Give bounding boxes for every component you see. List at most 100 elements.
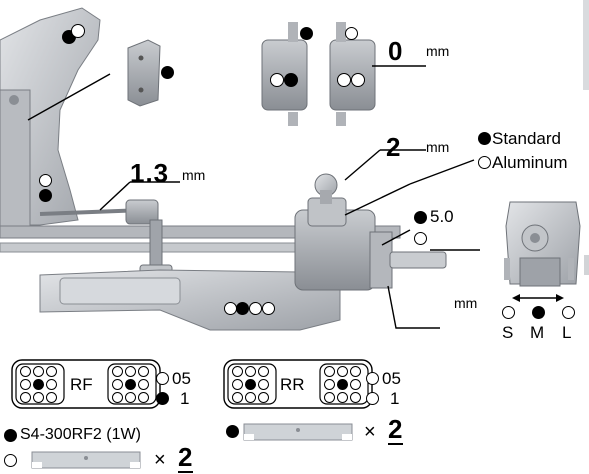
rear-plate-qty: 2 (388, 414, 404, 445)
front-option-05: 05 (172, 369, 191, 388)
camber-link-value: 1.3 (130, 158, 170, 188)
block-hole (324, 366, 335, 377)
arrow-right-icon (556, 294, 564, 302)
hub-option-l: L (562, 323, 572, 342)
arm-hole-3-aluminum-marker (249, 302, 262, 315)
hub-option-s: S (502, 323, 514, 342)
tower-hole-aluminum-marker (71, 24, 85, 38)
rear-option-05: 05 (382, 369, 401, 388)
block-hole (258, 366, 269, 377)
upright-shim-unit: mm (426, 43, 450, 59)
hub-detail (504, 201, 589, 287)
block-hole (33, 366, 44, 377)
shim-left-outer-aluminum-marker (270, 73, 284, 87)
ball-stud-shim-value: 2 (386, 132, 402, 162)
block-hole (125, 392, 136, 403)
front-block-label: RF (70, 375, 93, 394)
rear-plate-standard-marker (226, 425, 239, 438)
block-hole (112, 379, 123, 390)
rear-option-05-marker (366, 372, 379, 385)
block-hole (46, 392, 57, 403)
knuckle-aluminum-marker (414, 232, 427, 245)
leader-lines (27, 65, 560, 329)
front-option-1-marker (156, 392, 169, 405)
arm-hole-4-aluminum-marker (262, 302, 275, 315)
upright (294, 173, 447, 291)
block-hole (138, 379, 149, 390)
shock-tower (0, 7, 101, 231)
front-plate-qty: 2 (178, 442, 194, 473)
front-option-1: 1 (180, 389, 190, 408)
block-hole (232, 392, 243, 403)
block-hole (20, 379, 31, 390)
part-standard-name: S4-300RF2 (1W) (20, 426, 141, 443)
lower-arm (39, 269, 341, 331)
knuckle-standard-value: 5.0 (430, 207, 454, 226)
hub-option-m: M (530, 323, 545, 342)
axle-shim-unit: mm (454, 295, 478, 311)
shim-left-standard-marker (300, 27, 313, 40)
block-hole (350, 366, 361, 377)
rear-option-1: 1 (390, 389, 400, 408)
block-hole (112, 366, 123, 377)
block-hole (125, 366, 136, 377)
block-hole (138, 392, 149, 403)
knuckle-standard-marker (414, 211, 427, 224)
block-hole (337, 366, 348, 377)
block-hole (245, 392, 256, 403)
front-plate-multiplier: × (154, 449, 166, 471)
legend-standard-label: Standard (492, 129, 561, 148)
hub-s-marker (502, 306, 515, 319)
shim-left-inner-standard-marker (284, 73, 298, 87)
shim-right-outer-aluminum-marker (351, 73, 365, 87)
arm-hole-1-aluminum-marker (224, 302, 237, 315)
hub-m-marker (532, 306, 545, 319)
block-hole (33, 379, 44, 390)
tower-shim-plate (127, 39, 161, 107)
ball-stud-shim-unit: mm (426, 139, 450, 155)
front-plate-drawing (31, 451, 141, 469)
legend-aluminum-label: Aluminum (492, 153, 568, 172)
rear-option-1-marker (366, 392, 379, 405)
rear-plate-multiplier: × (364, 421, 376, 443)
block-hole (125, 379, 136, 390)
front-option-05-marker (156, 372, 169, 385)
block-hole (112, 392, 123, 403)
upright-shim-value: 0 (388, 36, 404, 66)
block-hole (138, 366, 149, 377)
shim-right-inner-aluminum-marker (337, 73, 351, 87)
block-hole (258, 379, 269, 390)
block-hole (350, 392, 361, 403)
block-hole (337, 379, 348, 390)
tower-shim-standard-marker (161, 66, 174, 79)
rear-block-label: RR (280, 375, 305, 394)
block-hole (46, 366, 57, 377)
block-hole (245, 379, 256, 390)
block-hole (324, 379, 335, 390)
block-hole (232, 366, 243, 377)
block-hole (232, 379, 243, 390)
front-plate-aluminum-marker (4, 454, 17, 467)
tower-lower-aluminum-marker (39, 174, 52, 187)
legend-standard-marker (478, 132, 491, 145)
shim-right-aluminum-marker (345, 27, 358, 40)
block-hole (20, 392, 31, 403)
arm-hole-standard-marker (236, 302, 249, 315)
rear-plate-drawing (243, 423, 353, 441)
legend-aluminum-marker (478, 156, 491, 169)
hub-l-marker (562, 306, 575, 319)
block-hole (350, 379, 361, 390)
part-standard-marker (4, 429, 17, 442)
block-hole (20, 366, 31, 377)
block-hole (258, 392, 269, 403)
block-hole (324, 392, 335, 403)
panel-edge (583, 0, 589, 90)
block-hole (33, 392, 44, 403)
camber-link-unit: mm (182, 167, 206, 183)
block-hole (337, 392, 348, 403)
block-hole (46, 379, 57, 390)
block-hole (245, 366, 256, 377)
tower-lower-standard-marker (39, 189, 52, 202)
